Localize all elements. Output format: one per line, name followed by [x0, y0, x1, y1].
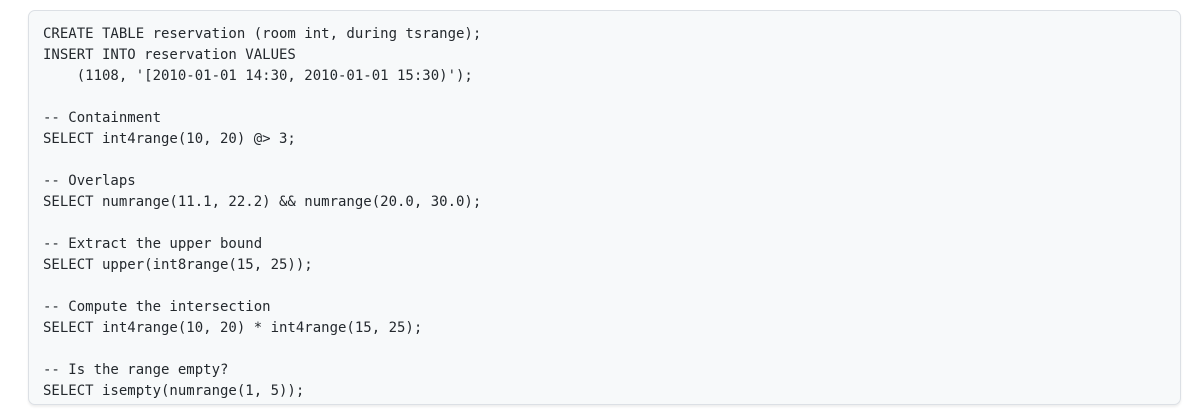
sql-code-text: CREATE TABLE reservation (room int, duri…: [43, 26, 482, 399]
sql-code-block: CREATE TABLE reservation (room int, duri…: [28, 10, 1181, 405]
